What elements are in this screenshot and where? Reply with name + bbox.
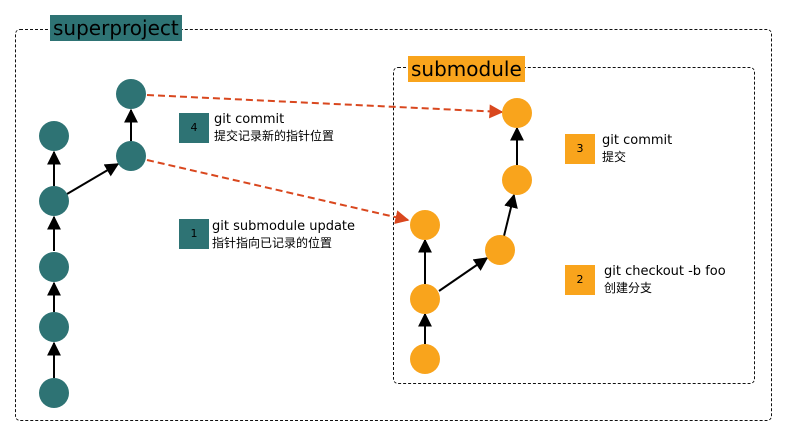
step-4-description: 提交记录新的指针位置 <box>214 129 335 143</box>
submodule-title: submodule <box>408 56 525 82</box>
super-commit <box>116 79 146 109</box>
sub-commit <box>502 165 532 195</box>
step-1-note: git submodule update 指针指向已记录的位置 <box>212 219 355 251</box>
step-3-badge: 3 <box>565 134 595 164</box>
sub-edge <box>438 257 489 292</box>
super-commit <box>39 312 69 342</box>
super-edge <box>66 163 120 195</box>
sub-commit <box>502 98 532 128</box>
pointer-link <box>146 159 410 224</box>
super-commit <box>116 141 146 171</box>
submodule-frame <box>393 67 755 384</box>
super-commit <box>39 378 69 408</box>
sub-commit <box>410 284 440 314</box>
step-2-command: git checkout -b foo <box>604 264 726 279</box>
step-3-command: git commit <box>602 133 673 148</box>
step-4-command: git commit <box>214 112 285 127</box>
super-commit <box>39 252 69 282</box>
superproject-title: superproject <box>50 15 182 41</box>
sub-commit <box>485 235 515 265</box>
step-1-description: 指针指向已记录的位置 <box>212 236 333 250</box>
sub-commit <box>410 210 440 240</box>
pointer-link <box>146 94 504 119</box>
superproject-frame <box>15 29 772 421</box>
step-1-badge: 1 <box>179 219 209 249</box>
super-commit <box>39 121 69 151</box>
step-2-badge: 2 <box>565 265 595 295</box>
sub-edge <box>503 193 518 237</box>
step-3-description: 提交 <box>602 150 627 164</box>
step-4-note: git commit 提交记录新的指针位置 <box>214 112 334 144</box>
step-2-note: git checkout -b foo 创建分支 <box>604 264 726 296</box>
step-3-note: git commit 提交 <box>602 133 672 165</box>
super-commit <box>39 186 69 216</box>
sub-commit <box>410 344 440 374</box>
step-1-command: git submodule update <box>212 219 356 234</box>
step-4-badge: 4 <box>179 113 209 143</box>
step-2-description: 创建分支 <box>604 281 653 295</box>
